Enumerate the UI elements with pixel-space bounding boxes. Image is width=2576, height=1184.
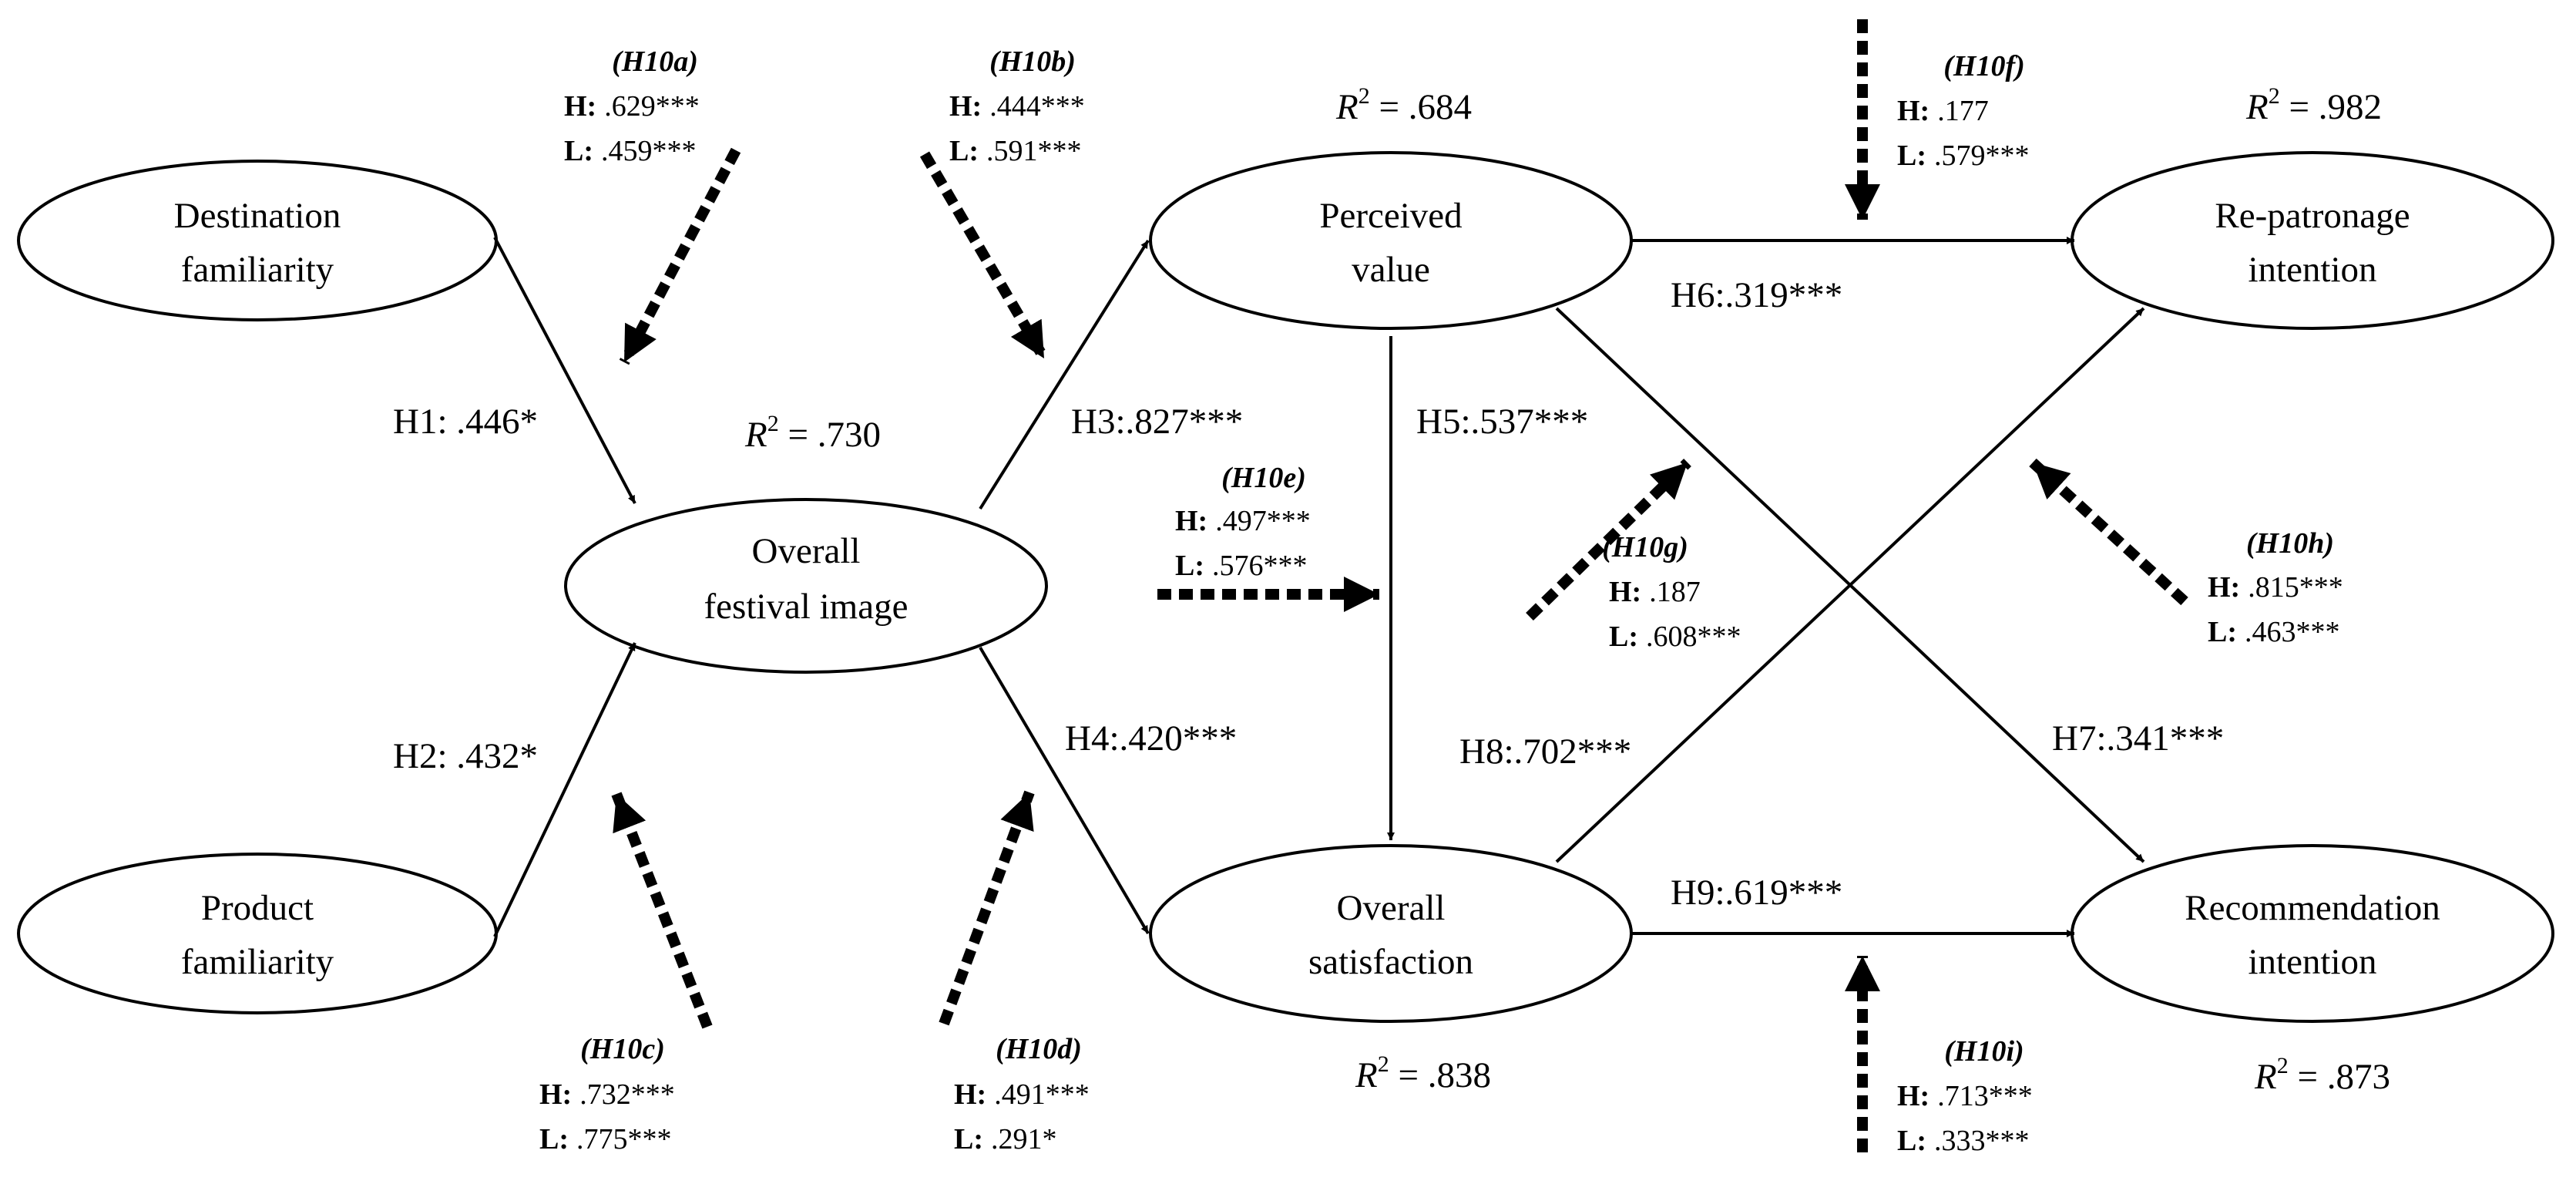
mod-h10e-l: L:.576*** (1175, 550, 1308, 582)
r2-labels: R2 = .730 R2 = .684 R2 = .838 R2 = .982 … (744, 83, 2390, 1097)
mod-h10c-l: L:.775*** (539, 1123, 672, 1155)
label-h4: H4:.420*** (1065, 718, 1237, 758)
mod-h10d: (H10d) H:.491*** L:.291* (954, 1033, 1090, 1155)
mod-h10a-title: (H10a) (612, 45, 698, 78)
arrow-h3 (979, 239, 1150, 510)
mod-h10a-l: L:.459*** (564, 135, 697, 167)
arrow-h1 (493, 237, 636, 504)
mod-h10b-title: (H10b) (989, 45, 1076, 78)
mod-h10c-title: (H10c) (580, 1033, 665, 1065)
mod-h10e: (H10e) H:.497*** L:.576*** (1175, 462, 1311, 582)
node-image-line2: festival image (704, 587, 908, 627)
mod-h10i-title: (H10i) (1944, 1035, 2024, 1068)
label-h2: H2: .432* (393, 736, 538, 776)
mod-h10f-h: H:.177 (1897, 95, 1989, 127)
moderator-arrows (611, 19, 2188, 1152)
node-product-familiarity: Product familiarity (17, 853, 498, 1014)
label-h7: H7:.341*** (2052, 718, 2224, 758)
mod-h10e-title: (H10e) (1221, 462, 1306, 494)
mod-h10c: (H10c) H:.732*** L:.775*** (539, 1033, 675, 1155)
mod-h10i-l: L:.333*** (1897, 1125, 2030, 1157)
node-repatronage-intention: Re-patronage intention (2071, 151, 2554, 330)
mod-h10i-h: H:.713*** (1897, 1080, 2033, 1112)
r2-value: R2 = .684 (1335, 83, 1472, 127)
label-h1: H1: .446* (393, 402, 538, 442)
node-destination-line2: familiarity (181, 250, 334, 290)
node-overall-festival-image: Overall festival image (564, 498, 1048, 674)
mod-h10a: (H10a) H:.629*** L:.459*** (564, 45, 700, 167)
mod-arrow-h10h (2029, 458, 2188, 606)
node-product-line2: familiarity (181, 942, 334, 982)
node-recommendation-line2: intention (2248, 942, 2376, 982)
node-destination-line1: Destination (174, 196, 341, 236)
r2-recommendation: R2 = .873 (2254, 1053, 2390, 1097)
label-h3: H3:.827*** (1071, 402, 1243, 442)
node-perceived-value: Perceived value (1149, 151, 1633, 330)
mod-arrow-h10c (611, 792, 713, 1029)
node-destination-familiarity: Destination familiarity (17, 160, 498, 321)
arrow-h8 (1555, 307, 2145, 863)
mod-h10f: (H10f) H:.177 L:.579*** (1897, 50, 2030, 172)
label-h8: H8:.702*** (1459, 732, 1631, 772)
label-h5: H5:.537*** (1416, 402, 1588, 442)
mod-h10g-title: (H10g) (1602, 531, 1688, 563)
moderator-labels: (H10a) H:.629*** L:.459*** (H10b) H:.444… (539, 45, 2343, 1157)
mod-h10c-h: H:.732*** (539, 1078, 675, 1111)
mod-h10f-l: L:.579*** (1897, 140, 2030, 172)
mod-h10b: (H10b) H:.444*** L:.591*** (949, 45, 1085, 167)
mod-h10d-h: H:.491*** (954, 1078, 1090, 1111)
label-h6: H6:.319*** (1671, 275, 1842, 315)
node-value-line1: Perceived (1319, 196, 1462, 236)
mod-h10g-h: H:.187 (1609, 576, 1701, 608)
mod-h10g: (H10g) H:.187 L:.608*** (1602, 531, 1741, 653)
mod-arrow-h10d (939, 790, 1035, 1026)
mod-h10b-l: L:.591*** (949, 135, 1082, 167)
mod-h10i: (H10i) H:.713*** L:.333*** (1897, 1035, 2033, 1157)
node-recommendation-line1: Recommendation (2185, 888, 2440, 928)
mod-h10b-h: H:.444*** (949, 90, 1085, 123)
path-labels: H1: .446* H2: .432* H3:.827*** H4:.420**… (393, 275, 2224, 913)
mod-h10e-h: H:.497*** (1175, 505, 1311, 537)
r2-satisfaction: R2 = .838 (1355, 1051, 1491, 1095)
r2-image: R2 = .730 (744, 411, 881, 455)
node-satisfaction-line2: satisfaction (1308, 942, 1473, 982)
mod-h10d-title: (H10d) (996, 1033, 1082, 1065)
node-overall-satisfaction: Overall satisfaction (1149, 844, 1633, 1023)
mod-h10f-title: (H10f) (1943, 50, 2025, 82)
node-value-line2: value (1352, 250, 1430, 290)
mod-arrow-h10b (919, 151, 1050, 362)
label-h9: H9:.619*** (1671, 873, 1842, 913)
mod-h10a-h: H:.629*** (564, 90, 700, 123)
node-recommendation-intention: Recommendation intention (2071, 844, 2554, 1023)
node-product-line1: Product (201, 888, 314, 928)
node-image-line1: Overall (752, 531, 861, 571)
mod-h10g-l: L:.608*** (1609, 621, 1741, 653)
mod-h10h: (H10h) H:.815*** L:.463*** (2208, 527, 2343, 648)
r2-repatronage: R2 = .982 (2245, 83, 2382, 127)
node-repatronage-line2: intention (2248, 250, 2376, 290)
node-satisfaction-line1: Overall (1337, 888, 1446, 928)
mod-h10h-l: L:.463*** (2208, 616, 2340, 648)
mod-arrow-h10g (1526, 458, 1691, 621)
mod-h10h-h: H:.815*** (2208, 571, 2343, 604)
mod-arrow-h10a (619, 147, 741, 365)
path-arrows (493, 237, 2145, 937)
arrow-h2 (493, 642, 636, 937)
mod-h10h-title: (H10h) (2246, 527, 2334, 560)
arrow-h4 (979, 646, 1150, 935)
node-repatronage-line1: Re-patronage (2215, 196, 2410, 236)
mod-h10d-l: L:.291* (954, 1123, 1057, 1155)
